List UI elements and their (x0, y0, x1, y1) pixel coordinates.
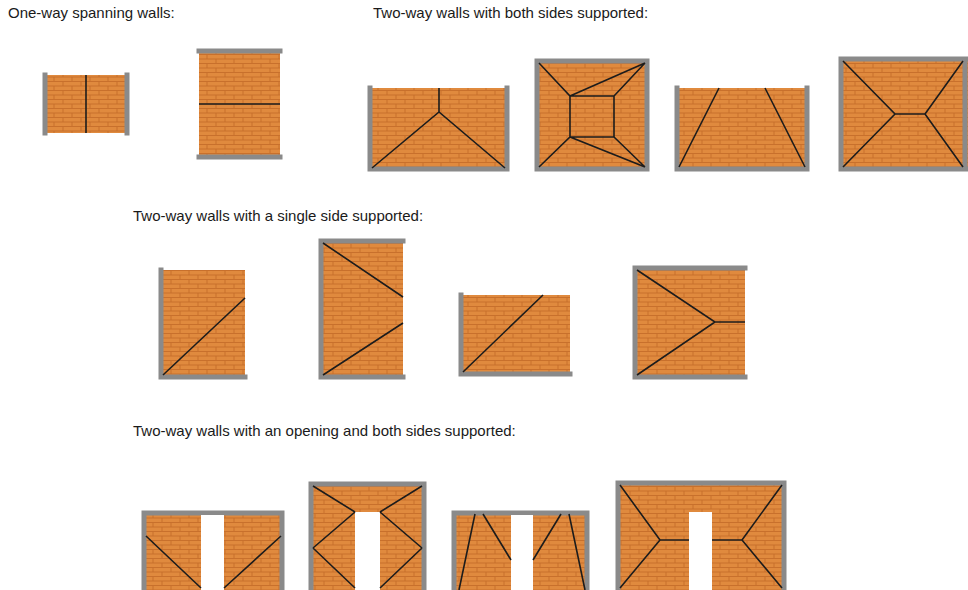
section-heading: Two-way walls with both sides supported: (373, 4, 648, 22)
two-way-wall-with-opening (310, 483, 425, 590)
two-way-wall (840, 58, 968, 170)
two-way-wall-with-opening (617, 482, 785, 590)
one-way-wall (44, 75, 128, 133)
two-way-wall-with-opening (453, 512, 588, 590)
two-way-wall-with-opening (143, 512, 283, 590)
two-way-wall (320, 240, 403, 378)
section-heading: One-way spanning walls: (8, 4, 175, 22)
two-way-wall (160, 270, 245, 378)
section-heading: Two-way walls with a single side support… (133, 207, 423, 225)
two-way-wall (676, 88, 808, 170)
two-way-wall (369, 88, 508, 170)
two-way-wall (536, 60, 648, 170)
one-way-wall (199, 50, 280, 158)
two-way-wall (634, 267, 745, 378)
two-way-wall (460, 295, 570, 375)
section-heading: Two-way walls with an opening and both s… (133, 422, 516, 440)
